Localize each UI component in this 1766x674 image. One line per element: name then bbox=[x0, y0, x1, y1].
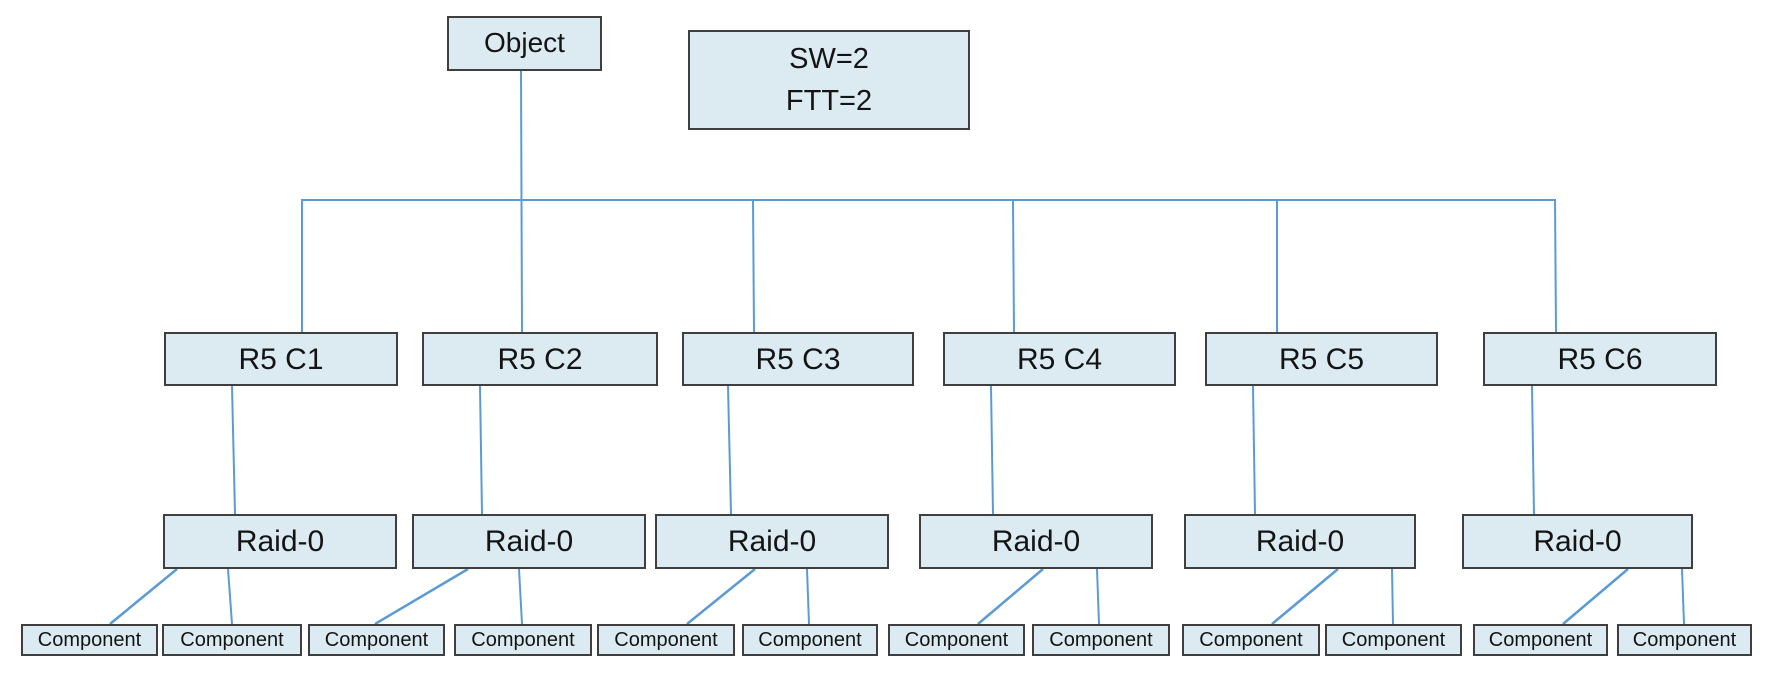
component-node-6: Component bbox=[742, 624, 878, 656]
component-node-1: Component bbox=[21, 624, 158, 656]
component-node-8: Component bbox=[1032, 624, 1170, 656]
r5-node-c4: R5 C4 bbox=[943, 332, 1176, 386]
raid0-node-1: Raid-0 bbox=[163, 514, 397, 569]
raid0-node-3: Raid-0 bbox=[655, 514, 889, 569]
policy-ftt: FTT=2 bbox=[785, 85, 873, 117]
component-node-12: Component bbox=[1617, 624, 1752, 656]
policy-stripe-width: SW=2 bbox=[789, 42, 869, 75]
raid0-node-5: Raid-0 bbox=[1184, 514, 1416, 569]
r5-node-c6: R5 C6 bbox=[1483, 332, 1717, 386]
raid0-node-4: Raid-0 bbox=[919, 514, 1153, 569]
component-node-2: Component bbox=[162, 624, 302, 656]
component-node-3: Component bbox=[308, 624, 445, 656]
r5-node-c1: R5 C1 bbox=[164, 332, 398, 386]
component-node-11: Component bbox=[1473, 624, 1608, 656]
component-node-7: Component bbox=[888, 624, 1025, 656]
component-node-10: Component bbox=[1325, 624, 1462, 656]
component-node-5: Component bbox=[597, 624, 735, 656]
component-node-4: Component bbox=[454, 624, 592, 656]
r5-node-c5: R5 C5 bbox=[1205, 332, 1438, 386]
raid0-node-2: Raid-0 bbox=[412, 514, 646, 569]
component-node-9: Component bbox=[1182, 624, 1320, 656]
object-node: Object bbox=[447, 16, 602, 71]
r5-node-c2: R5 C2 bbox=[422, 332, 658, 386]
r5-node-c3: R5 C3 bbox=[682, 332, 914, 386]
policy-annotation-box: SW=2 FTT=2 bbox=[688, 30, 970, 130]
raid0-node-6: Raid-0 bbox=[1462, 514, 1693, 569]
